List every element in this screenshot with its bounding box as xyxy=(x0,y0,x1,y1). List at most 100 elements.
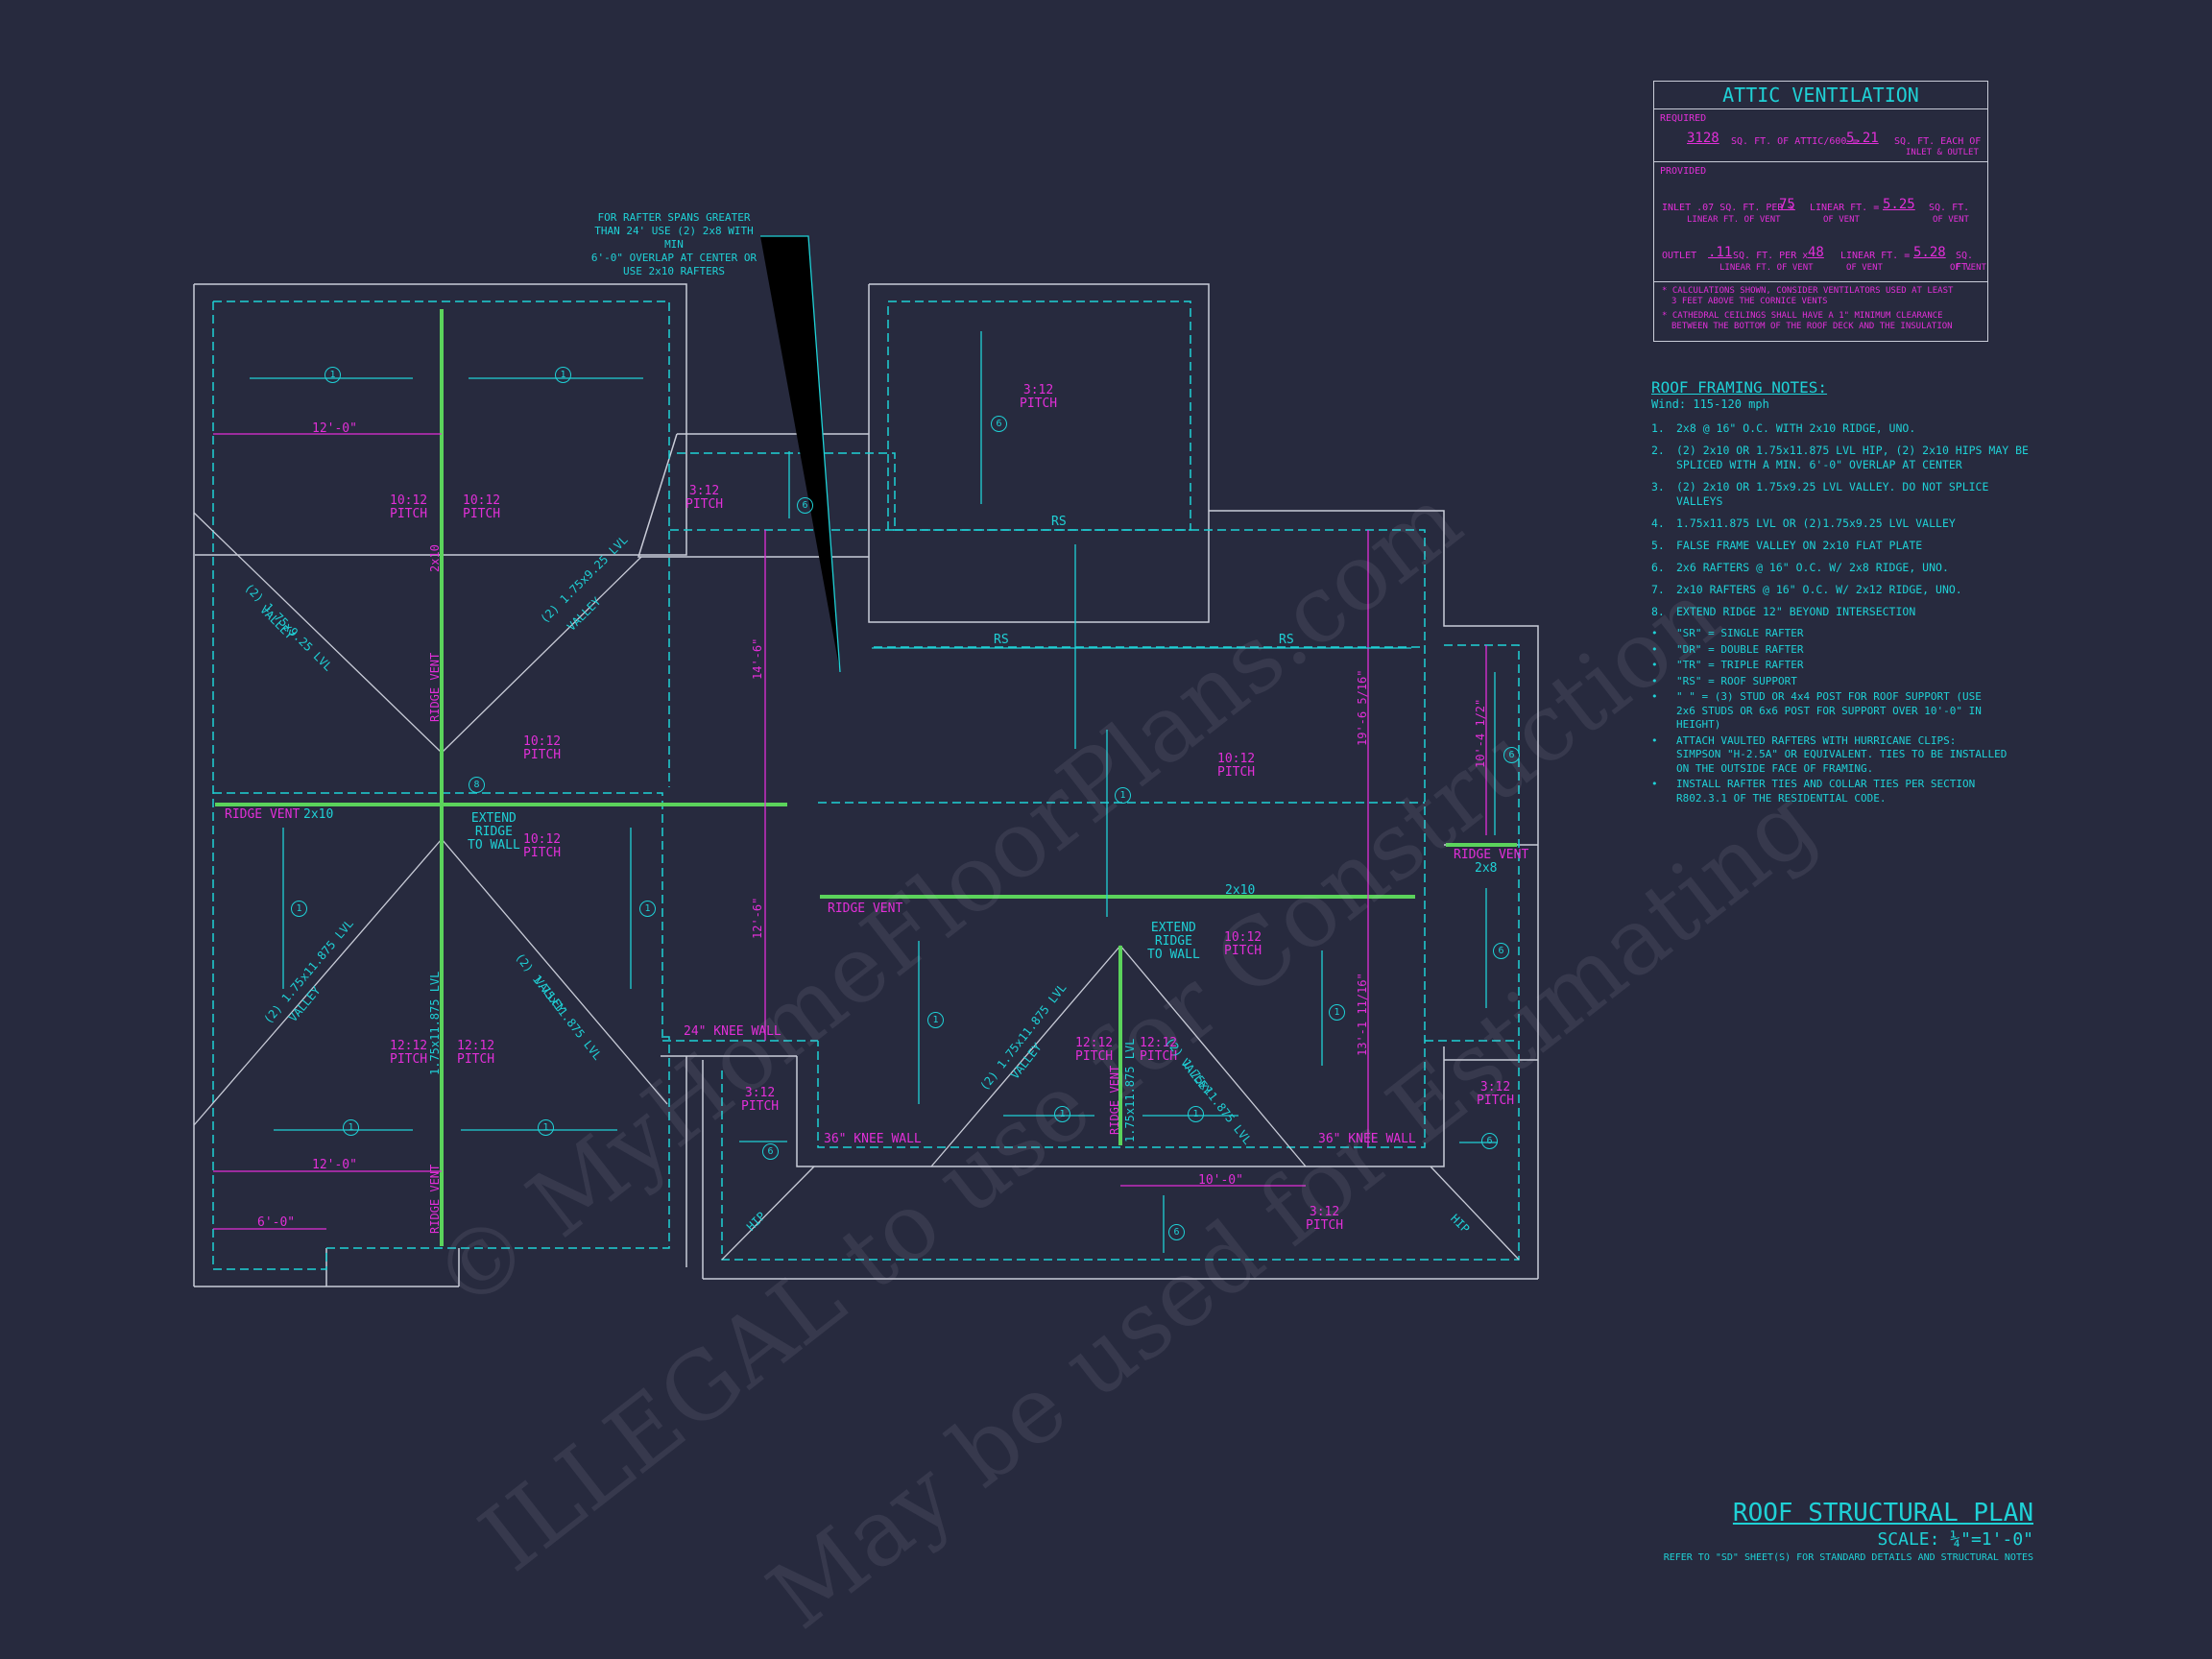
ridge-member-label: 1.75x11.875 LVL xyxy=(1123,1038,1137,1142)
framing-bullet-text: " " = (3) STUD OR 4x4 POST FOR ROOF SUPP… xyxy=(1676,690,1982,733)
tag-1-line: 1 xyxy=(644,903,651,914)
ridge-member-label: 1.75x11.875 LVL xyxy=(428,971,442,1075)
required-value: 5.21 xyxy=(1846,131,1879,146)
framing-item: 5.FALSE FRAME VALLEY ON 2x10 FLAT PLATE xyxy=(1651,539,2035,553)
ridge-vent-label: RIDGE VENT xyxy=(1454,849,1528,862)
framing-item-number: 2. xyxy=(1651,444,1665,457)
pitch-label-line: 3:12 xyxy=(1309,1205,1340,1219)
pitch-label-line: PITCH xyxy=(1224,944,1262,958)
ridge-vent-label-line: RIDGE VENT xyxy=(828,902,903,916)
framing-item: 4.1.75x11.875 LVL OR (2)1.75x9.25 LVL VA… xyxy=(1651,517,2035,531)
extend-ridge-note-line: EXTEND xyxy=(1150,921,1196,935)
framing-bullet: • ATTACH VAULTED RAFTERS WITH HURRICANE C… xyxy=(1651,734,2035,777)
outlet-label: OUTLET xyxy=(1662,251,1697,261)
tag-1: 1 xyxy=(927,1012,944,1028)
bullet-dot-icon: • xyxy=(1651,674,1658,687)
framing-bullet: •"DR" = DOUBLE RAFTER xyxy=(1651,643,2035,658)
pitch-label-line: PITCH xyxy=(523,748,562,762)
tag-6-line: 6 xyxy=(1508,750,1515,760)
dimension-label-line: 6'-0" xyxy=(257,1215,296,1230)
outlet-value-unit: SQ. FT. xyxy=(1956,251,1974,273)
tag-6-line: 6 xyxy=(1498,946,1504,956)
tag-6: 6 xyxy=(1168,1224,1185,1240)
inlet-value: 5.25 xyxy=(1883,197,1915,212)
framing-bullet: •INSTALL RAFTER TIES AND COLLAR TIES PER… xyxy=(1651,778,2035,805)
inlet-length-text: LINEAR FT. = xyxy=(1810,203,1880,213)
framing-item-text: (2) 2x10 OR 1.75x11.875 LVL HIP, (2) 2x1… xyxy=(1676,444,2029,472)
tag-1: 1 xyxy=(1188,1106,1204,1122)
callout-line: THAN 24' USE (2) 2x8 WITH MIN xyxy=(594,225,754,251)
framing-item-line: 2x6 RAFTERS @ 16" O.C. W/ 2x8 RIDGE, UNO… xyxy=(1676,561,1949,574)
tag-6: 6 xyxy=(762,1143,779,1160)
tag-6: 6 xyxy=(1503,747,1520,763)
knee-wall-label-line: 36" KNEE WALL xyxy=(824,1132,922,1146)
dimension-label: 6'-0" xyxy=(257,1216,295,1230)
framing-item-text: 2x6 RAFTERS @ 16" O.C. W/ 2x8 RIDGE, UNO… xyxy=(1676,561,1949,575)
outlet-value: 5.28 xyxy=(1913,245,1946,260)
bullet-dot-icon: • xyxy=(1651,778,1658,790)
framing-bullet-line: 2x6 STUDS OR 6x6 POST FOR SUPPORT OVER 1… xyxy=(1676,704,1982,717)
attic-note-1a: * CALCULATIONS SHOWN, CONSIDER VENTILATO… xyxy=(1662,286,1954,296)
ridge-vent-label: RIDGE VENT xyxy=(828,902,902,916)
pitch-label-line: PITCH xyxy=(390,1052,428,1067)
framing-item: 7.2x10 RAFTERS @ 16" O.C. W/ 2x12 RIDGE,… xyxy=(1651,583,2035,597)
required-label: REQUIRED xyxy=(1660,113,1707,124)
framing-item: 6.2x6 RAFTERS @ 16" O.C. W/ 2x8 RIDGE, U… xyxy=(1651,561,2035,575)
tag-1-line: 1 xyxy=(348,1122,354,1133)
outlet-rate: .11 xyxy=(1708,245,1733,260)
roof-support-label-line: RS xyxy=(994,633,1009,647)
inlet-value-unit-2: OF VENT xyxy=(1933,215,1969,225)
member-label: 2x10 xyxy=(303,808,333,822)
attic-note-2b: BETWEEN THE BOTTOM OF THE ROOF DECK AND … xyxy=(1671,322,1953,331)
framing-wind: Wind: 115-120 mph xyxy=(1651,397,1769,411)
framing-bullet-line: ON THE OUTSIDE FACE OF FRAMING. xyxy=(1676,761,1874,775)
inlet-rate-unit: LINEAR FT. OF VENT xyxy=(1687,215,1781,225)
roof-support-label: RS xyxy=(1279,634,1294,647)
ridge-vent-label-line: RIDGE VENT xyxy=(225,807,301,822)
tag-6-line: 6 xyxy=(767,1146,774,1157)
roof-support-label-line: RS xyxy=(1051,515,1067,529)
knee-wall-label: 36" KNEE WALL xyxy=(824,1133,922,1146)
framing-bullet-text: ATTACH VAULTED RAFTERS WITH HURRICANE CL… xyxy=(1676,734,2007,777)
required-unit-1: SQ. FT. EACH OF xyxy=(1894,136,1982,147)
dimension-label: 14'-6" xyxy=(751,637,764,680)
framing-item-text: EXTEND RIDGE 12" BEYOND INTERSECTION xyxy=(1676,605,1915,619)
pitch-label-line: 3:12 xyxy=(744,1086,776,1100)
required-text: SQ. FT. OF ATTIC/600 = xyxy=(1731,136,1859,147)
framing-item-line: FALSE FRAME VALLEY ON 2x10 FLAT PLATE xyxy=(1676,539,1923,552)
tag-6: 6 xyxy=(1481,1133,1498,1149)
ridge-vent-label: RIDGE VENT xyxy=(428,652,442,722)
tag-1-line: 1 xyxy=(1192,1109,1199,1119)
pitch-label-line: PITCH xyxy=(523,846,562,860)
pitch-label-line: 10:12 xyxy=(390,493,428,508)
outlet-value-unit-2: OF VENT xyxy=(1950,263,1986,273)
dimension-label-line: 12'-0" xyxy=(312,1158,357,1172)
callout-line: 6'-0" OVERLAP AT CENTER OR xyxy=(590,252,757,264)
dimension-label-line: 12'-0" xyxy=(312,421,357,436)
ridge-vent-label-line: RIDGE VENT xyxy=(1454,848,1529,862)
framing-bullet-line: "SR" = SINGLE RAFTER xyxy=(1676,627,1804,639)
tag-1: 1 xyxy=(555,367,571,383)
tag-1: 1 xyxy=(1329,1004,1345,1021)
bullet-dot-icon: • xyxy=(1651,733,1658,747)
framing-bullets-list: • "SR" = SINGLE RAFTER •"DR" = DOUBLE RAFT… xyxy=(1651,627,2035,805)
framing-item-line: SPLICED WITH A MIN. 6'-0" OVERLAP AT CEN… xyxy=(1676,458,1962,471)
pitch-label-line: PITCH xyxy=(1217,765,1256,780)
dimension-label: 10'-4 1/2" xyxy=(1474,698,1487,768)
extend-ridge-note-line: TO WALL xyxy=(1147,948,1200,962)
attic-ventilation-table: ATTIC VENTILATION REQUIRED 3128 SQ. FT. … xyxy=(1653,81,1988,342)
ridge-vent-label: RIDGE VENT xyxy=(428,1164,442,1234)
tag-6-line: 6 xyxy=(1173,1227,1180,1238)
framing-item-text: (2) 2x10 OR 1.75x9.25 LVL VALLEY. DO NOT… xyxy=(1676,480,1988,509)
roof-support-label: RS xyxy=(994,634,1009,647)
